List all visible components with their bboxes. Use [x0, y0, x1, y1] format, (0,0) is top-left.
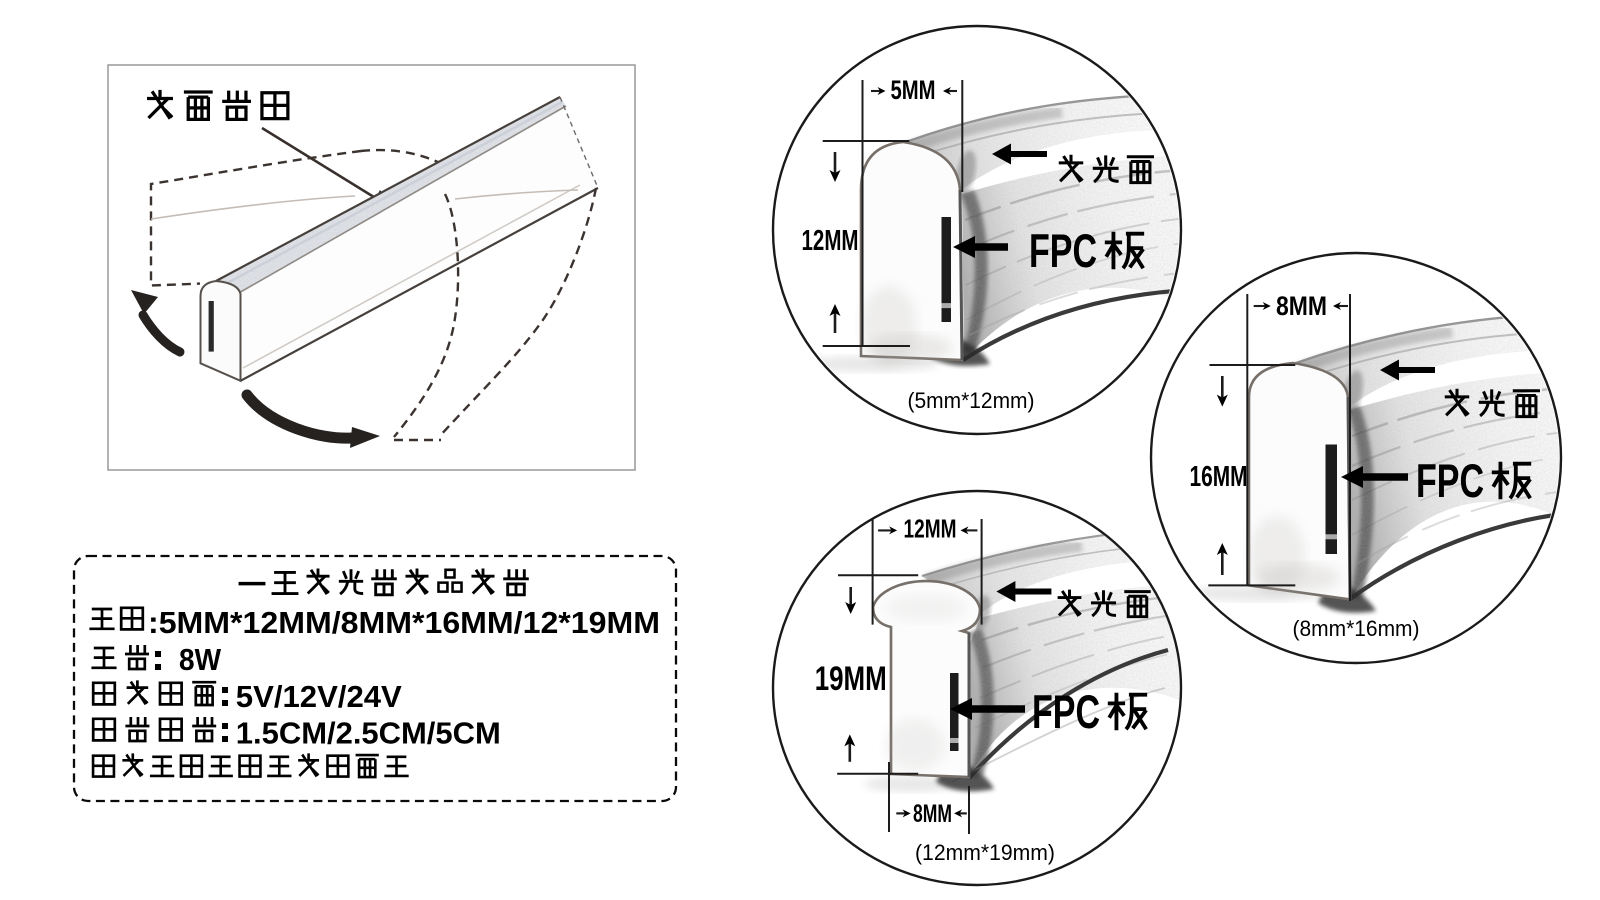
svg-text:8MM: 8MM	[1276, 291, 1327, 321]
svg-text:FPC: FPC	[1416, 454, 1484, 507]
svg-text:(8mm*16mm): (8mm*16mm)	[1293, 616, 1420, 641]
svg-text:12MM: 12MM	[802, 225, 859, 257]
svg-text:19MM: 19MM	[815, 660, 887, 698]
svg-text:5MM: 5MM	[891, 75, 936, 105]
svg-text:(5mm*12mm): (5mm*12mm)	[908, 388, 1035, 413]
svg-text::5MM*12MM/8MM*16MM/12*19MM: :5MM*12MM/8MM*16MM/12*19MM	[148, 605, 660, 640]
svg-text:12MM: 12MM	[904, 514, 957, 544]
svg-text:(12mm*19mm): (12mm*19mm)	[915, 840, 1055, 865]
svg-text:8MM: 8MM	[913, 800, 952, 828]
svg-text:16MM: 16MM	[1190, 461, 1248, 493]
svg-text:1.5CM/2.5CM/5CM: 1.5CM/2.5CM/5CM	[236, 716, 501, 751]
svg-text:8W: 8W	[179, 642, 222, 677]
svg-text:FPC: FPC	[1029, 224, 1097, 277]
svg-text:FPC: FPC	[1032, 685, 1100, 738]
svg-text:5V/12V/24V: 5V/12V/24V	[236, 679, 402, 714]
